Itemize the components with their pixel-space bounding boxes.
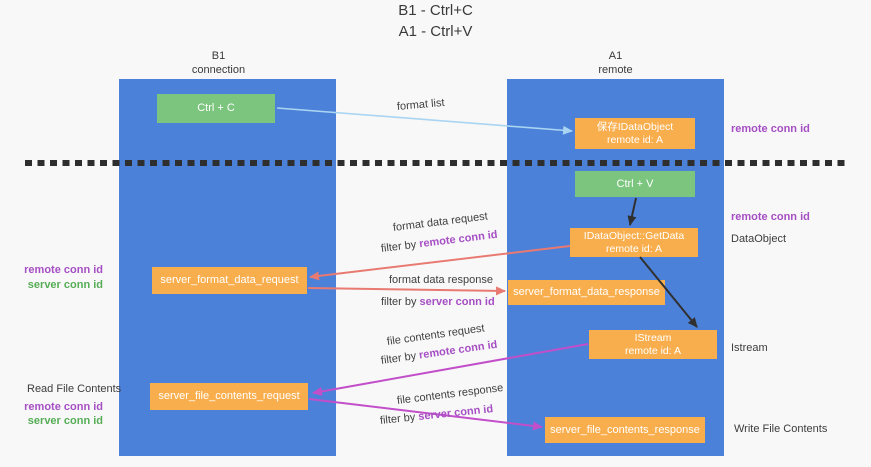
write-file-contents-label: Write File Contents — [734, 423, 828, 435]
flow-label-filter-server-file: filter by server conn id — [379, 403, 493, 427]
getdata-box: IDataObject::GetData remote id: A — [570, 228, 698, 257]
filter-by-text: filter by — [381, 296, 420, 308]
server-format-data-response-box: server_format_data_response — [508, 280, 665, 305]
server-file-contents-request-box: server_file_contents_request — [150, 383, 308, 410]
saved-dataobject-line-2: remote id: A — [606, 133, 664, 146]
clipboard-boundary-divider — [25, 160, 845, 166]
diagram-title: B1 - Ctrl+C A1 - Ctrl+V — [0, 0, 871, 42]
saved-dataobject-line-1: 保存IDataObject — [596, 121, 674, 133]
left-remote-conn-id-top: remote conn id — [24, 264, 103, 276]
server-file-contents-request-label: server_file_contents_request — [158, 390, 300, 402]
istream-line-2: remote id: A — [624, 344, 682, 357]
dataobject-label: DataObject — [731, 233, 787, 245]
istream-side-label: Istream — [731, 342, 768, 354]
diagram-title-line-2: A1 - Ctrl+V — [398, 23, 473, 40]
remote-conn-id-text: remote conn id — [418, 228, 499, 251]
ctrl-c-label: Ctrl + C — [197, 102, 235, 114]
lifeline-b1-role: connection — [191, 64, 246, 76]
flow-label-format-list: format list — [396, 96, 446, 113]
server-conn-id-text: server conn id — [417, 403, 494, 423]
server-file-contents-response-box: server_file_contents_response — [545, 417, 705, 443]
getdata-line-2: remote id: A — [605, 242, 663, 255]
filter-by-text: filter by — [380, 238, 420, 255]
ctrl-c-box: Ctrl + C — [157, 94, 275, 123]
diagram-title-line-1: B1 - Ctrl+C — [398, 2, 473, 19]
arrow-format-data-response — [307, 286, 506, 296]
remote-conn-id-text: remote conn id — [418, 338, 499, 362]
ctrl-v-label: Ctrl + V — [616, 177, 654, 190]
lifeline-b1-name: B1 — [211, 50, 226, 62]
filter-by-text: filter by — [380, 349, 420, 367]
lifeline-a1-header: A1 remote — [507, 49, 724, 77]
flow-label-format-data-response: format data response — [389, 274, 493, 286]
server-format-data-request-box: server_format_data_request — [152, 267, 307, 294]
left-server-conn-id-bottom: server conn id — [27, 415, 103, 427]
right-remote-conn-id-mid: remote conn id — [731, 211, 810, 223]
istream-line-1: IStream — [634, 332, 672, 344]
server-format-data-request-label: server_format_data_request — [160, 274, 299, 286]
saved-dataobject-box: 保存IDataObject remote id: A — [575, 118, 695, 149]
lifeline-a1-role: remote — [598, 64, 633, 76]
left-remote-conn-id-bottom: remote conn id — [24, 401, 103, 413]
istream-box: IStream remote id: A — [589, 330, 717, 359]
read-file-contents-label: Read File Contents — [27, 383, 122, 395]
ctrl-v-box: Ctrl + V — [575, 171, 695, 197]
left-server-conn-id-top: server conn id — [27, 279, 103, 291]
lifeline-b1-header: B1 connection — [110, 49, 327, 77]
right-remote-conn-id-top: remote conn id — [731, 123, 810, 135]
filter-by-text: filter by — [379, 411, 419, 427]
server-format-data-response-label: server_format_data_response — [513, 286, 660, 298]
server-file-contents-response-label: server_file_contents_response — [550, 423, 700, 436]
flow-label-filter-server-format: filter by server conn id — [381, 296, 495, 308]
server-conn-id-text: server conn id — [419, 296, 495, 308]
getdata-line-1: IDataObject::GetData — [583, 230, 685, 242]
lifeline-a1-name: A1 — [608, 50, 623, 62]
